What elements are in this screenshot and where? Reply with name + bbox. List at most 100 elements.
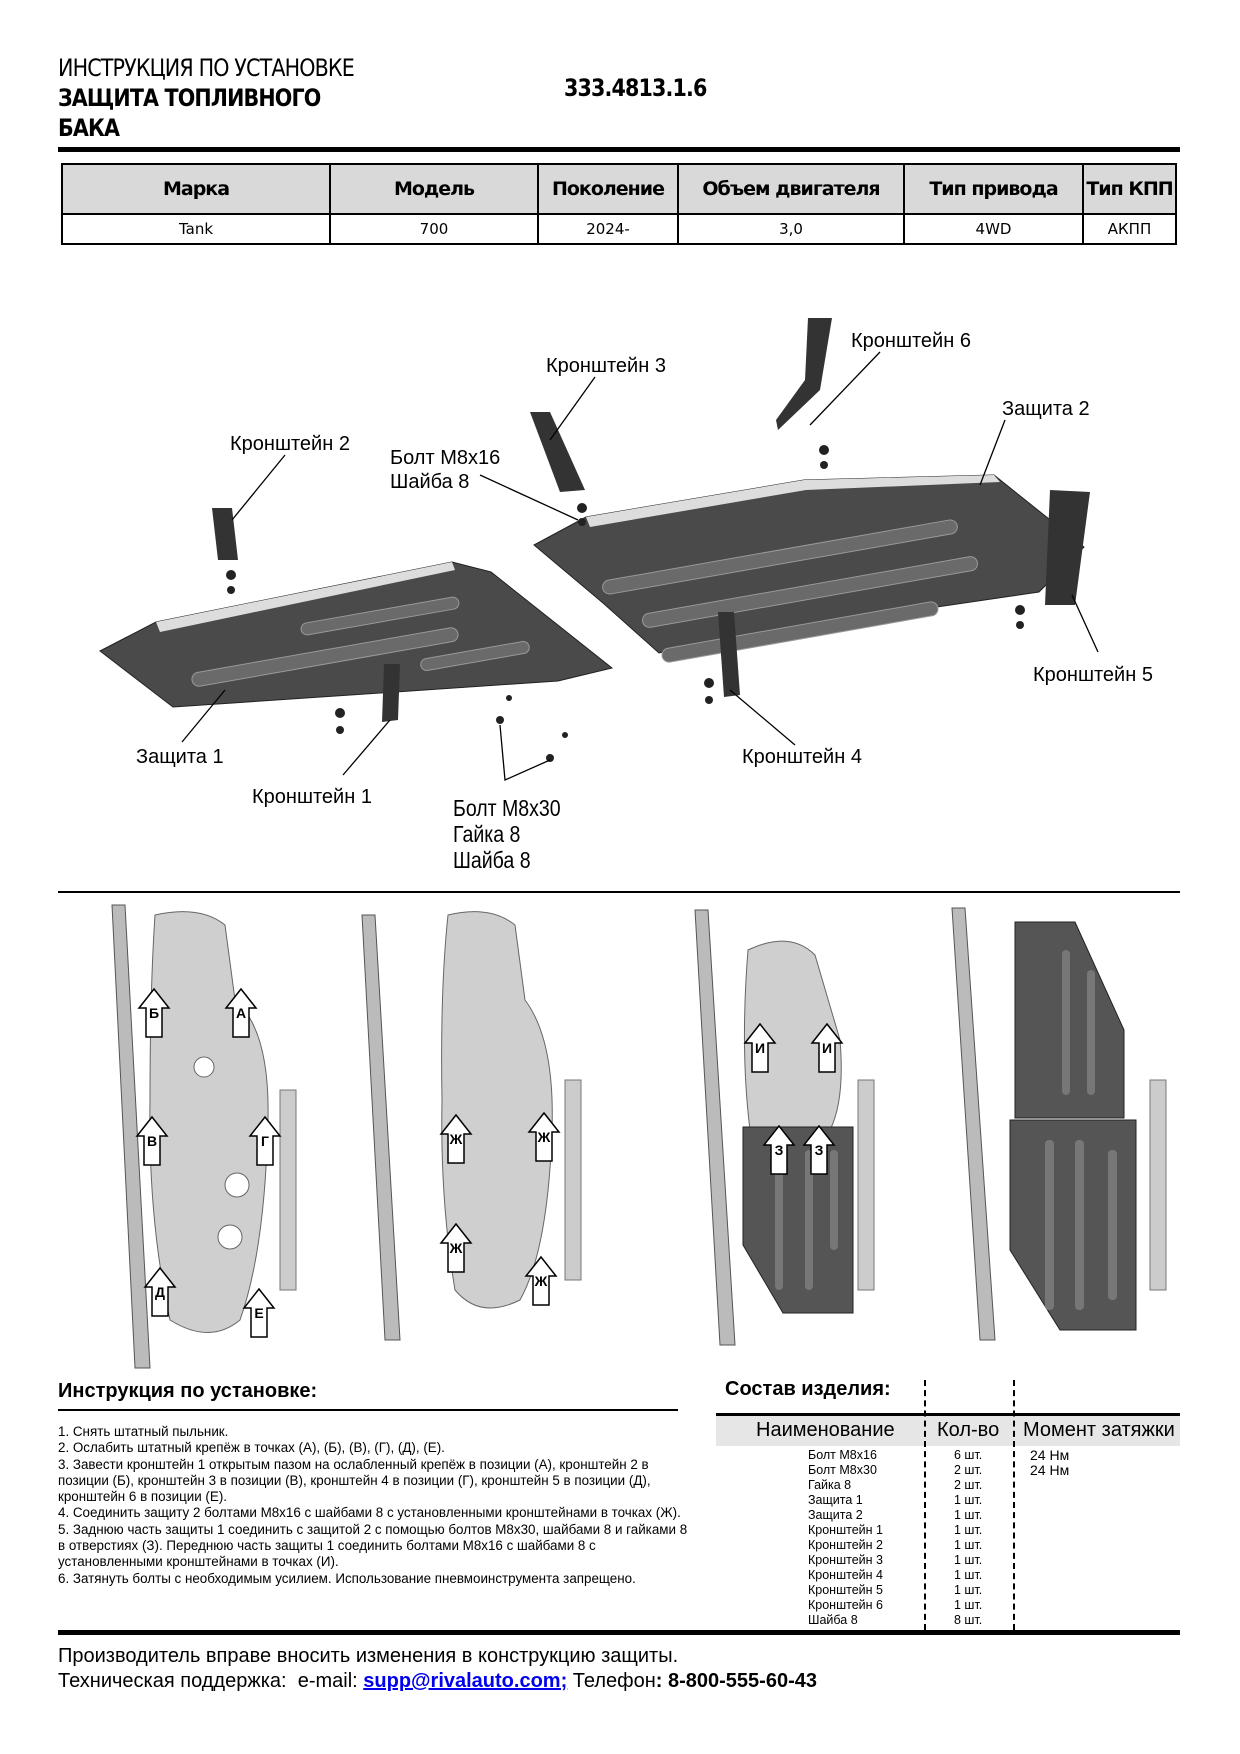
bracket-1-part — [382, 664, 400, 722]
spec-header-engine: Объем двигателя — [677, 163, 905, 215]
label-bracket-3: Кронштейн 3 — [546, 355, 666, 377]
parts-header: Наименование Кол-во Момент затяжки — [716, 1413, 1180, 1446]
instruction-step: 5. Заднюю часть защиты 1 соединить с защ… — [58, 1521, 688, 1570]
guard-2-plate — [533, 474, 1085, 663]
spec-header-drive: Тип привода — [903, 163, 1084, 215]
support-email-link[interactable]: supp@rivalauto.com; — [363, 1670, 568, 1692]
part-number: 333.4813.1.6 — [564, 74, 707, 102]
marker-z-2: З — [815, 1142, 824, 1158]
parts-item-qty: 1 шт. — [954, 1568, 983, 1582]
parts-item-name: Кронштейн 6 — [808, 1598, 883, 1612]
parts-item-qty: 1 шт. — [954, 1583, 983, 1597]
parts-item-name: Болт М8х30 — [808, 1463, 877, 1477]
parts-item-qty: 6 шт. — [954, 1448, 983, 1462]
bracket-5-part — [1045, 490, 1090, 605]
parts-header-name: Наименование — [756, 1419, 895, 1441]
parts-header-qty: Кол-во — [937, 1419, 1000, 1441]
label-bracket-4: Кронштейн 4 — [742, 746, 862, 768]
marker-zh-4: Ж — [534, 1273, 548, 1289]
footer-notice: Производитель вправе вносить изменения в… — [58, 1645, 679, 1667]
marker-i-1: И — [755, 1040, 765, 1056]
parts-item-torque: 24 Нм — [1030, 1447, 1070, 1463]
parts-title: Состав изделия: — [725, 1378, 891, 1400]
support-label: Техническая поддержка: e-mail: — [58, 1670, 364, 1692]
installation-photos: Б А В Г Д Е Ж Ж Ж Ж И И З З — [84, 904, 1167, 1369]
parts-item-qty: 2 шт. — [954, 1478, 983, 1492]
spec-model: 700 — [329, 213, 539, 245]
photo-3: И И З З — [694, 909, 875, 1346]
photo-4 — [951, 907, 1167, 1341]
label-bracket-1: Кронштейн 1 — [252, 786, 372, 808]
parts-item-name: Кронштейн 3 — [808, 1553, 883, 1567]
marker-v: В — [147, 1133, 157, 1149]
marker-zh-1: Ж — [449, 1131, 463, 1147]
parts-item-qty: 1 шт. — [954, 1493, 983, 1507]
label-guard-1: Защита 1 — [136, 746, 224, 768]
bracket-6-part — [776, 318, 832, 430]
guard-1-plate — [99, 561, 614, 708]
diagram-labels: Кронштейн 6 Кронштейн 3 Защита 2 Кронште… — [136, 330, 1153, 873]
marker-z-1: З — [775, 1142, 784, 1158]
doc-type-title: ИНСТРУКЦИЯ ПО УСТАНОВКЕ — [58, 54, 355, 82]
spec-gearbox: АКПП — [1082, 213, 1177, 245]
parts-item-name: Кронштейн 4 — [808, 1568, 883, 1582]
marker-d: Д — [155, 1284, 165, 1300]
spec-header-brand: Марка — [61, 163, 331, 215]
footer-divider — [58, 1630, 1180, 1635]
label-bracket-5: Кронштейн 5 — [1033, 664, 1153, 686]
parts-column-divider — [924, 1380, 926, 1630]
spec-engine: 3,0 — [677, 213, 905, 245]
parts-item-torque: 24 Нм — [1030, 1462, 1070, 1478]
parts-item-qty: 8 шт. — [954, 1613, 983, 1627]
marker-g: Г — [261, 1133, 269, 1149]
instruction-step: 6. Затянуть болты с необходимым усилием.… — [58, 1570, 636, 1586]
parts-item-qty: 1 шт. — [954, 1553, 983, 1567]
parts-item-name: Болт М8х16 — [808, 1448, 877, 1462]
parts-column-divider — [1013, 1380, 1015, 1630]
parts-item-qty: 2 шт. — [954, 1463, 983, 1477]
parts-item-name: Кронштейн 1 — [808, 1523, 883, 1537]
parts-header-torque: Момент затяжки — [1023, 1419, 1175, 1441]
instruction-step: 4. Соединить защиту 2 болтами М8х16 с ша… — [58, 1505, 681, 1521]
vehicle-spec-table: Марка Модель Поколение Объем двигателя Т… — [61, 163, 1177, 245]
parts-item-name: Защита 2 — [808, 1508, 863, 1522]
product-title-line2: БАКА — [58, 114, 120, 142]
exploded-diagram: Кронштейн 6 Кронштейн 3 Защита 2 Кронште… — [99, 318, 1153, 873]
spec-brand: Tank — [61, 213, 331, 245]
marker-e: Е — [254, 1305, 263, 1321]
instruction-step: 1. Снять штатный пыльник. — [58, 1424, 229, 1439]
parts-item-qty: 1 шт. — [954, 1523, 983, 1537]
marker-b: Б — [149, 1005, 159, 1021]
spec-header-generation: Поколение — [537, 163, 679, 215]
parts-item-name: Шайба 8 — [808, 1613, 858, 1627]
support-phone: : 8-800-555-60-43 — [655, 1670, 817, 1692]
spec-header-row: Марка Модель Поколение Объем двигателя Т… — [61, 163, 1177, 215]
bracket-parts — [212, 318, 1090, 722]
instructions-title: Инструкция по установке: — [58, 1380, 318, 1402]
instruction-step: 2. Ослабить штатный крепёж в точках (А),… — [58, 1440, 445, 1456]
label-guard-2: Защита 2 — [1002, 398, 1090, 420]
parts-item-name: Кронштейн 5 — [808, 1583, 883, 1597]
label-bracket-2: Кронштейн 2 — [230, 433, 350, 455]
parts-item-qty: 1 шт. — [954, 1598, 983, 1612]
leader-lines — [181, 351, 1099, 781]
spec-value-row: Tank 700 2024- 3,0 4WD АКПП — [61, 213, 1177, 245]
spec-drive: 4WD — [903, 213, 1084, 245]
spec-header-gearbox: Тип КПП — [1082, 163, 1177, 215]
label-bracket-6: Кронштейн 6 — [851, 330, 971, 352]
parts-item-qty: 1 шт. — [954, 1508, 983, 1522]
marker-zh-2: Ж — [537, 1129, 551, 1145]
bracket-3-part — [530, 412, 585, 492]
spec-generation: 2024- — [537, 213, 679, 245]
diagram-divider — [58, 891, 1180, 893]
instructions-list: 1. Снять штатный пыльник. 2. Ослабить шт… — [58, 1424, 688, 1587]
bracket-2-part — [212, 508, 238, 560]
instructions-divider — [58, 1409, 678, 1411]
label-washer-8: Шайба 8 — [390, 471, 469, 493]
parts-item-name: Гайка 8 — [808, 1478, 852, 1492]
bracket-4-part — [718, 612, 740, 697]
parts-item-qty: 1 шт. — [954, 1538, 983, 1552]
photo-2: Ж Ж Ж Ж — [361, 911, 582, 1341]
marker-zh-3: Ж — [449, 1240, 463, 1256]
phone-label: Телефон — [567, 1670, 656, 1692]
